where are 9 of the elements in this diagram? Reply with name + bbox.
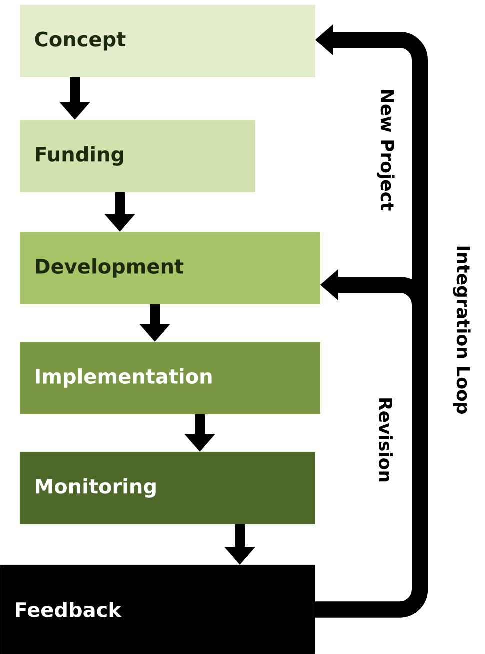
loop-label: Integration Loop xyxy=(453,246,471,414)
edge-label: New Project xyxy=(375,86,397,214)
process-box: Implementation xyxy=(20,342,320,414)
process-box: Feedback xyxy=(0,565,316,654)
process-box: Development xyxy=(20,232,320,304)
edge-label: Revision xyxy=(377,394,395,486)
process-box: Monitoring xyxy=(20,452,316,524)
process-box: Concept xyxy=(20,5,316,78)
process-box: Funding xyxy=(20,120,256,192)
